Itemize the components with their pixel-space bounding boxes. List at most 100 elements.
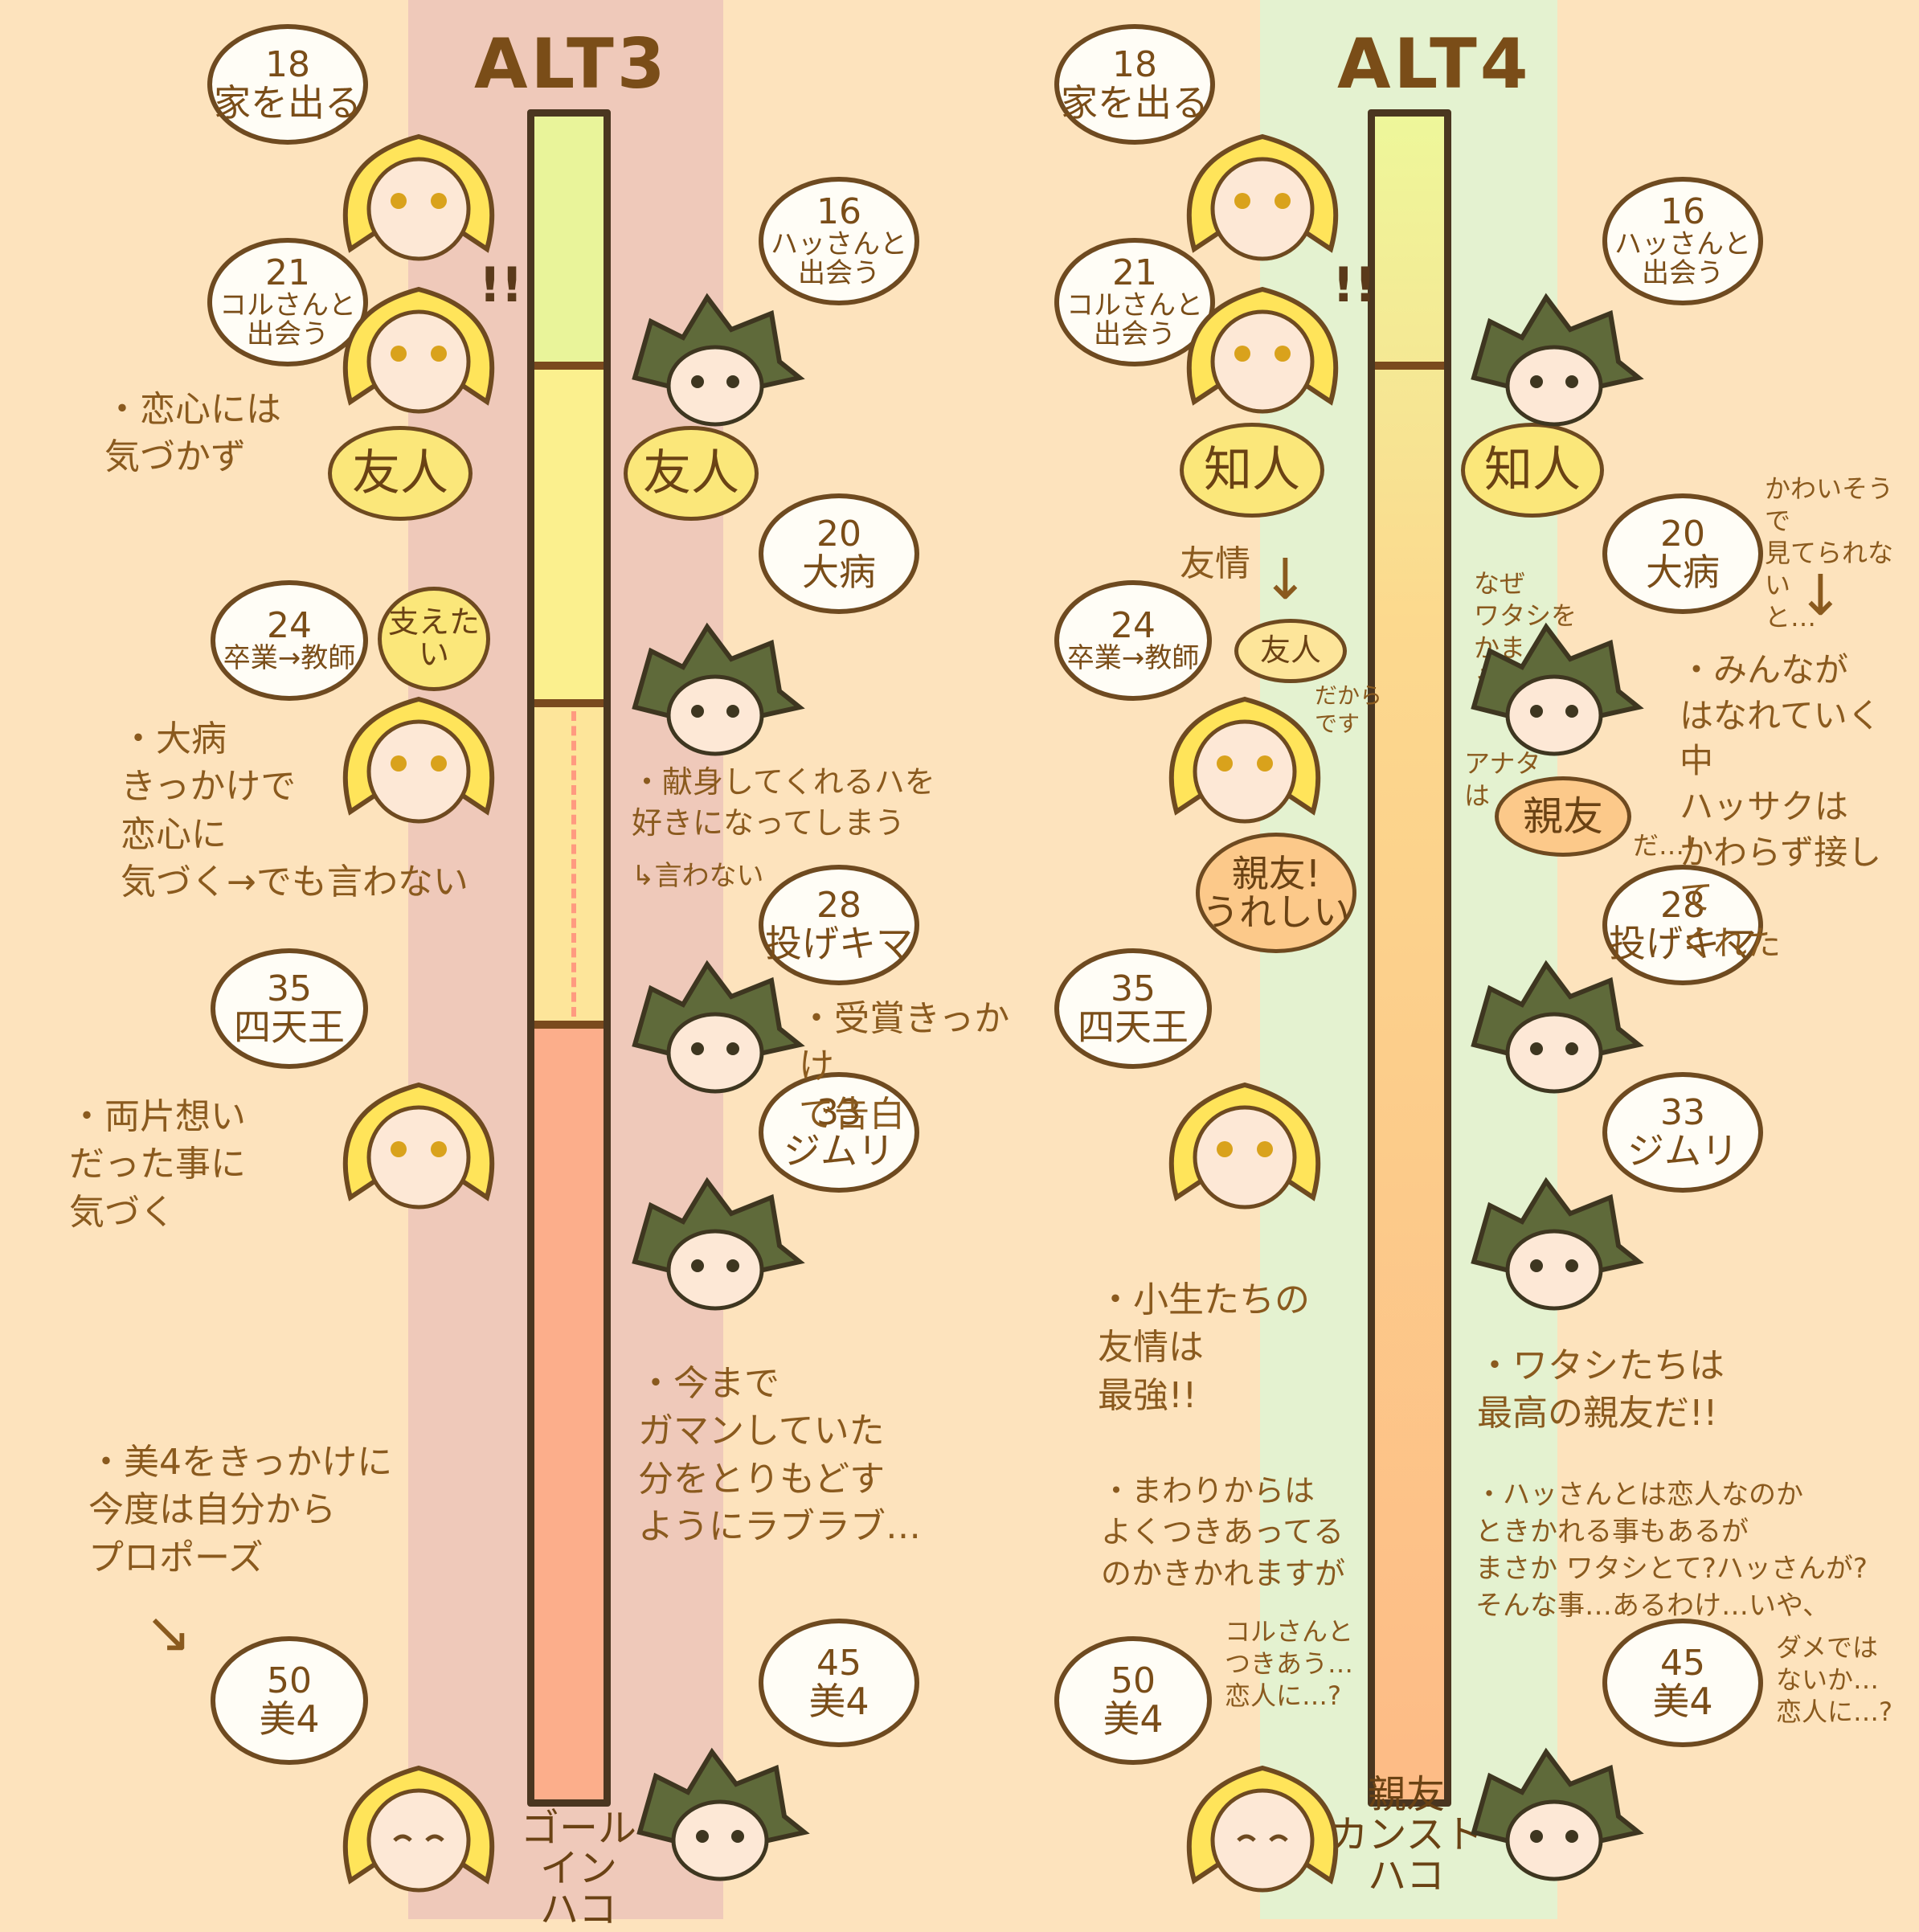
alt3-bar-stage-acquaintance <box>534 117 604 366</box>
alt3-bar-stage-secret-love <box>534 703 604 1025</box>
alt4-tag-best-friend: 親友 <box>1495 776 1631 857</box>
alt4-tag-acquaintance-right: 知人 <box>1461 423 1604 518</box>
alt4-arrow-icon: ↓ <box>1797 563 1844 628</box>
alt3-title: ALT3 <box>474 24 669 104</box>
alt3-bubble-age-24: 24 卒業→教師 <box>211 580 368 701</box>
alt4-bubble-age-35: 35 四天王 <box>1054 948 1212 1069</box>
alt3-tag-friend-right: 友人 <box>624 426 759 521</box>
alt3-bar-divider <box>534 699 604 707</box>
alt4-note-because: だからです <box>1315 682 1383 737</box>
bubble-event: 美4 <box>259 1697 320 1741</box>
alt3-tag-friend-left: 友人 <box>328 426 473 521</box>
blonde-character-head-icon <box>1186 286 1339 414</box>
alt3-bubble-age-21: 21 コルさんと出会う <box>207 238 368 366</box>
bubble-event: ジムリ <box>784 1128 894 1173</box>
alt4-title: ALT4 <box>1337 24 1532 104</box>
bubble-age: 50 <box>1111 1660 1156 1701</box>
bubble-event: ハッさんと出会う <box>771 228 907 290</box>
alt3-note-propose: ・美4をきっかけに 今度は自分から プロポーズ <box>88 1442 393 1578</box>
alt4-tag-acquaintance-left: 知人 <box>1180 423 1324 518</box>
blonde-character-head-icon <box>1186 1765 1339 1893</box>
blonde-character-head-icon <box>342 133 495 261</box>
alt3-bar-stage-lovers <box>534 1025 604 1799</box>
bubble-event: 大病 <box>1646 550 1720 594</box>
alt4-note-da: だ…! <box>1633 830 1695 861</box>
green-character-head-icon <box>1471 960 1644 1094</box>
alt4-note-not-bad: ダメでは ないか… 恋人に…? <box>1776 1632 1892 1727</box>
alt4-bubble-age-28: 28 投げキマ <box>1602 865 1763 985</box>
alt4-bar-end-label: 親友 カンスト ハコ <box>1329 1772 1483 1898</box>
alt4-arrow-icon: ↓ <box>1262 546 1309 612</box>
bubble-event: 投げキマ <box>765 921 913 965</box>
alt4-bubble-age-33: 33 ジムリ <box>1602 1072 1763 1193</box>
alt4-note-people-ask: ・まわりからは よくつきあってる のかきかれますが <box>1101 1473 1346 1591</box>
alt3-bar-dashed-line <box>571 711 576 1017</box>
alt4-exclamation: !! <box>1332 257 1377 313</box>
alt3-relationship-bar <box>527 109 611 1807</box>
blonde-character-head-icon <box>342 1082 495 1210</box>
alt3-exclamation: !! <box>479 257 523 313</box>
blonde-character-head-icon <box>1168 696 1321 824</box>
alt4-bar-divider <box>1375 362 1444 370</box>
bubble-age: 33 <box>816 1091 861 1133</box>
bubble-event: 投げキマ <box>1609 921 1757 965</box>
alt3-bubble-age-45: 45 美4 <box>759 1619 919 1747</box>
bubble-age: 18 <box>265 43 310 85</box>
green-character-head-icon <box>632 622 805 756</box>
blonde-character-head-icon <box>342 286 495 414</box>
alt4-note-pitiful: かわいそうで 見てられない と… <box>1765 473 1894 632</box>
bubble-age: 16 <box>1660 191 1705 233</box>
bubble-age: 21 <box>265 252 310 294</box>
bubble-age: 33 <box>1660 1091 1705 1133</box>
alt4-note-lovers-question: ・ハッさんとは恋人なのか ときかれる事もあるが まさか ワタシとて?ハッさんが?… <box>1475 1479 1868 1622</box>
alt4-bubble-age-21: 21 コルさんと出会う <box>1054 238 1215 366</box>
blonde-character-head-icon <box>342 1765 495 1893</box>
alt4-note-everyone-leaves: ・みんなが はなれていく中 ハッサクは かわらず接して くれた <box>1680 650 1882 964</box>
green-character-head-icon <box>1471 1177 1644 1311</box>
alt3-note-unaware: ・恋心には 気づかず <box>104 389 281 478</box>
bubble-event: 四天王 <box>1078 1005 1189 1049</box>
green-character-head-icon <box>1471 622 1644 756</box>
bubble-age: 35 <box>267 968 312 1009</box>
blonde-character-head-icon <box>1168 1082 1321 1210</box>
alt3-bar-stage-friend <box>534 366 604 703</box>
blonde-character-head-icon <box>1186 133 1339 261</box>
bubble-event: 美4 <box>1103 1697 1164 1741</box>
bubble-age: 28 <box>1660 884 1705 926</box>
bubble-event: コルさんと出会う <box>1066 289 1203 351</box>
green-character-head-icon <box>636 1747 810 1881</box>
bubble-age: 28 <box>816 884 861 926</box>
alt4-note-friendship: 友情 <box>1180 543 1250 584</box>
bubble-event: 家を出る <box>1061 80 1209 125</box>
alt4-bubble-age-45: 45 美4 <box>1602 1619 1763 1747</box>
bubble-age: 45 <box>816 1642 861 1684</box>
alt3-bubble-age-28: 28 投げキマ <box>759 865 919 985</box>
alt3-tag-want-to-support: 支えたい <box>378 587 490 691</box>
green-character-head-icon <box>632 293 805 427</box>
alt4-note-dating: コルさんと つきあう… 恋人に…? <box>1225 1616 1354 1711</box>
bubble-event: 美4 <box>1652 1679 1713 1723</box>
bubble-event: コルさんと出会う <box>219 289 356 351</box>
alt4-relationship-bar <box>1368 109 1451 1807</box>
bubble-age: 35 <box>1111 968 1156 1009</box>
bubble-age: 16 <box>816 191 861 233</box>
bubble-event: 大病 <box>802 550 876 594</box>
green-character-head-icon <box>1471 293 1644 427</box>
bubble-event: ジムリ <box>1627 1128 1738 1173</box>
bubble-event: 美4 <box>808 1679 869 1723</box>
alt3-note-devotion: ・献身してくれるハを 好きになってしまう <box>632 764 935 841</box>
green-character-head-icon <box>632 1177 805 1311</box>
bubble-event: 卒業→教師 <box>1066 642 1200 675</box>
alt4-bubble-age-18: 18 家を出る <box>1054 24 1215 145</box>
alt3-arrow-icon: ↘ <box>145 1599 192 1665</box>
bubble-age: 20 <box>1660 513 1705 555</box>
alt3-bubble-age-20: 20 大病 <box>759 493 919 614</box>
bubble-age: 24 <box>267 605 312 647</box>
bubble-age: 50 <box>267 1660 312 1701</box>
alt3-bubble-age-33: 33 ジムリ <box>759 1072 919 1193</box>
bubble-event: ハッさんと出会う <box>1614 228 1751 290</box>
alt3-note-mutual: ・両片想い だった事に 気づく <box>69 1096 246 1233</box>
alt4-bubble-age-20: 20 大病 <box>1602 493 1763 614</box>
alt3-bubble-age-16: 16 ハッさんと出会う <box>759 177 919 305</box>
